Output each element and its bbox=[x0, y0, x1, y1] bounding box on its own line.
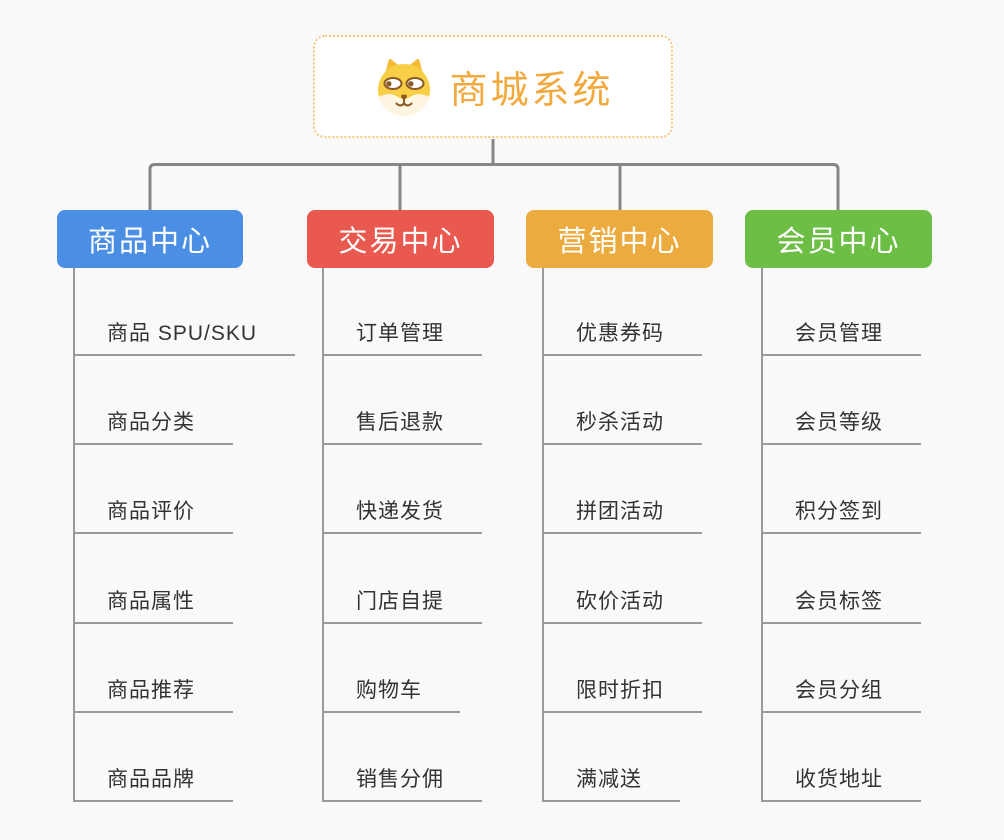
child-node[interactable]: 商品属性 bbox=[73, 588, 233, 624]
child-node[interactable]: 商品评价 bbox=[73, 498, 233, 534]
branch-label: 交易中心 bbox=[338, 226, 463, 258]
child-node[interactable]: 砍价活动 bbox=[542, 588, 702, 624]
child-node[interactable]: 会员等级 bbox=[761, 409, 921, 445]
column-spine-product bbox=[73, 268, 75, 802]
child-node[interactable]: 会员管理 bbox=[761, 320, 921, 356]
column-spine-trade bbox=[322, 268, 324, 802]
child-node[interactable]: 商品 SPU/SKU bbox=[73, 320, 296, 356]
branch-node-trade[interactable]: 交易中心 bbox=[307, 210, 494, 268]
branch-node-product[interactable]: 商品中心 bbox=[57, 210, 243, 268]
child-node[interactable]: 积分签到 bbox=[761, 498, 921, 534]
child-node[interactable]: 拼团活动 bbox=[542, 498, 702, 534]
child-node[interactable]: 购物车 bbox=[322, 677, 460, 713]
child-node[interactable]: 销售分佣 bbox=[322, 766, 482, 802]
child-node[interactable]: 售后退款 bbox=[322, 409, 482, 445]
branch-node-member[interactable]: 会员中心 bbox=[745, 210, 932, 268]
child-node[interactable]: 优惠券码 bbox=[542, 320, 702, 356]
child-node[interactable]: 会员标签 bbox=[761, 588, 921, 624]
child-node[interactable]: 会员分组 bbox=[761, 677, 921, 713]
dog-face-icon bbox=[378, 58, 431, 116]
child-node[interactable]: 订单管理 bbox=[322, 320, 482, 356]
child-node[interactable]: 门店自提 bbox=[322, 588, 482, 624]
child-node[interactable]: 快递发货 bbox=[322, 498, 482, 534]
branch-label: 营销中心 bbox=[557, 226, 682, 258]
branch-node-marketing[interactable]: 营销中心 bbox=[526, 210, 713, 268]
child-node[interactable]: 满减送 bbox=[542, 766, 680, 802]
root-node[interactable]: 商城系统 bbox=[313, 35, 673, 138]
root-title: 商城系统 bbox=[449, 70, 614, 112]
branch-label: 会员中心 bbox=[776, 226, 901, 258]
child-node[interactable]: 商品品牌 bbox=[73, 766, 233, 802]
column-spine-member bbox=[761, 268, 763, 802]
column-spine-marketing bbox=[542, 268, 544, 802]
child-node[interactable]: 商品推荐 bbox=[73, 677, 233, 713]
child-node[interactable]: 秒杀活动 bbox=[542, 409, 702, 445]
child-node[interactable]: 限时折扣 bbox=[542, 677, 702, 713]
branch-label: 商品中心 bbox=[87, 226, 212, 258]
child-node[interactable]: 商品分类 bbox=[73, 409, 233, 445]
child-node[interactable]: 收货地址 bbox=[761, 766, 921, 802]
